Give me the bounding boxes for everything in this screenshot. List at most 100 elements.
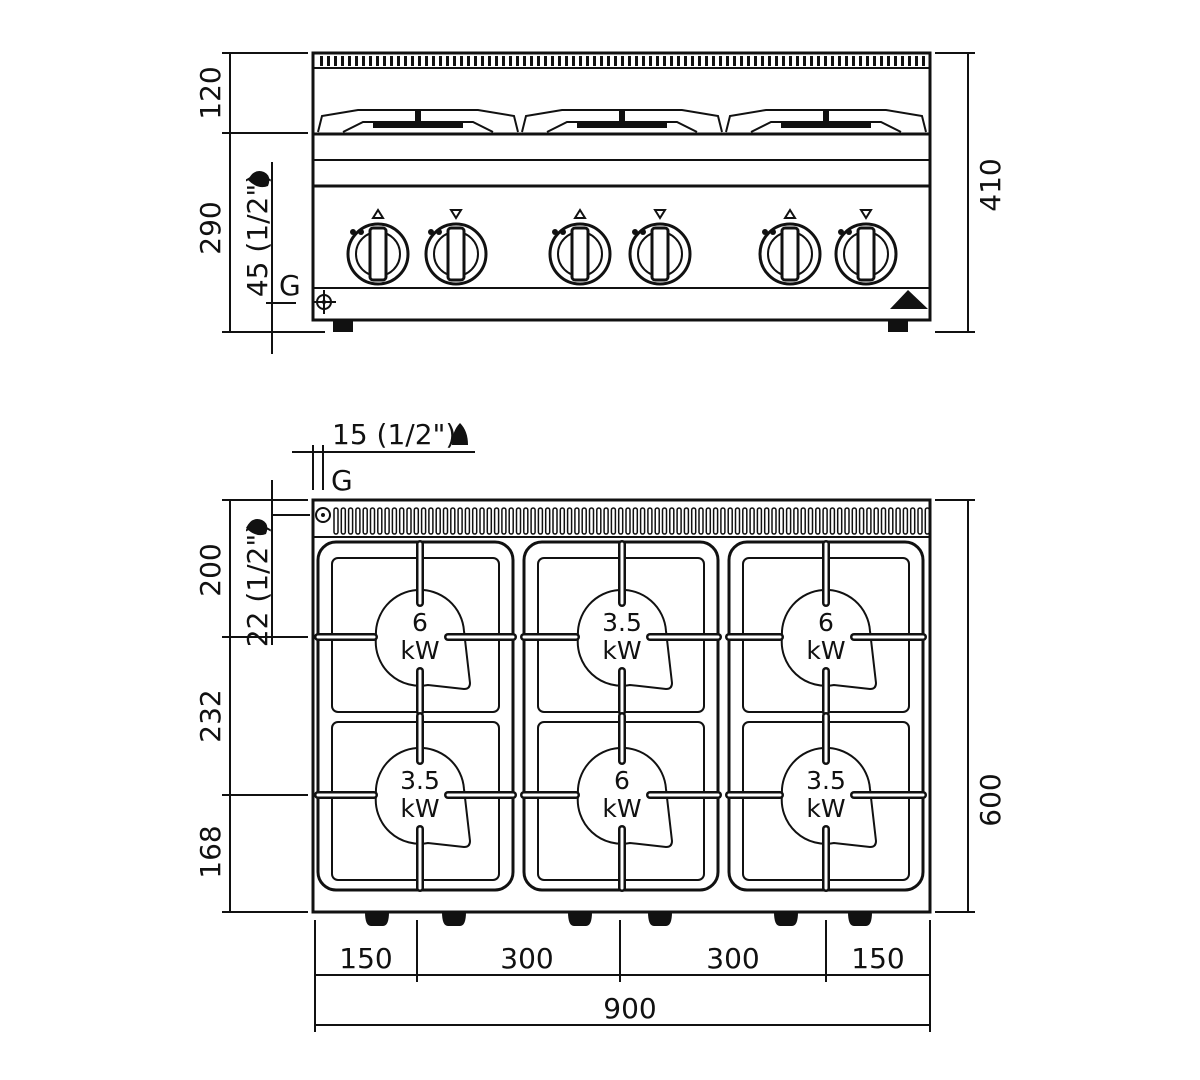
- burner: 3.5kW: [520, 540, 722, 716]
- grill-slot: [873, 56, 876, 66]
- grill-rib: [391, 507, 398, 535]
- grill-rib: [377, 507, 383, 535]
- grill-slot: [523, 56, 526, 66]
- dim-front-120: 120: [194, 66, 227, 119]
- flame-min-icon: [653, 209, 667, 220]
- grill-slot: [901, 56, 904, 66]
- grill-rib: [552, 507, 558, 535]
- grill-slot: [866, 56, 869, 66]
- foot: [442, 912, 466, 926]
- grill-slot: [502, 56, 505, 66]
- burner: 6kW: [725, 540, 927, 716]
- grill-slot: [635, 56, 638, 66]
- grill-slot: [740, 56, 743, 66]
- control-knob: [346, 208, 410, 286]
- grill-slot: [845, 56, 848, 66]
- grill-slot: [614, 56, 617, 66]
- grill-slot: [621, 56, 624, 66]
- grill-slot: [544, 56, 547, 66]
- grill-slot: [600, 56, 603, 66]
- grill-slot: [495, 56, 498, 66]
- control-knob: [628, 209, 692, 286]
- burner-outline: [374, 588, 472, 691]
- flame-min-icon: [449, 209, 463, 220]
- dim-bottom-300-left: 300: [500, 942, 553, 975]
- grill-rib: [902, 507, 909, 535]
- grill-rib: [742, 507, 748, 535]
- grill-slot: [705, 56, 708, 66]
- grill-slot: [530, 56, 533, 66]
- grill-slot: [698, 56, 701, 66]
- grill-slot: [915, 56, 918, 66]
- dim-top-200: 200: [194, 543, 227, 596]
- grill-rib: [705, 507, 712, 535]
- grill-slot: [838, 56, 841, 66]
- grill-slot: [733, 56, 736, 66]
- grill-slot: [397, 56, 400, 66]
- grill-rib: [749, 507, 755, 535]
- grill-slot: [509, 56, 512, 66]
- grill-slot: [768, 56, 771, 66]
- grill-rib: [471, 507, 478, 535]
- grill-rib: [333, 507, 339, 535]
- burner-power-unit: kW: [602, 636, 641, 665]
- gas-offset-side-label: 22 (1/2"): [241, 523, 274, 647]
- grill-slot: [558, 56, 561, 66]
- grill-rib: [895, 507, 901, 535]
- grill-rib: [858, 507, 865, 535]
- grill-slot: [684, 56, 687, 66]
- grill-slot: [516, 56, 519, 66]
- flame-icon: [246, 519, 268, 536]
- grill-rib: [669, 507, 675, 535]
- grill-rib: [574, 507, 580, 535]
- grill-slot: [579, 56, 582, 66]
- dim-top-600: 600: [974, 773, 1007, 826]
- foot: [888, 320, 908, 332]
- grill-rib: [435, 507, 441, 535]
- grill-slot: [411, 56, 414, 66]
- grill-rib: [479, 507, 485, 535]
- burner-power-unit: kW: [400, 636, 439, 665]
- control-knobs: [346, 208, 898, 286]
- grill-rib: [778, 507, 785, 535]
- grill-slot: [383, 56, 386, 66]
- burner-power-unit: kW: [602, 794, 641, 823]
- grill-rib: [398, 507, 405, 535]
- grill-rib: [712, 507, 719, 535]
- grill-rib: [917, 507, 923, 535]
- grill-slot: [586, 56, 589, 66]
- flame-max-icon: [783, 208, 797, 219]
- burner-outline: [576, 746, 674, 849]
- grill-slot: [747, 56, 750, 66]
- grill-rib: [836, 507, 843, 535]
- grill-rib: [347, 507, 354, 535]
- burner: 3.5kW: [314, 712, 517, 892]
- burner-cap: [521, 109, 723, 133]
- foot: [848, 912, 872, 926]
- foot: [365, 912, 389, 926]
- flame-max-icon: [371, 208, 385, 219]
- burner-power-value: 3.5: [400, 766, 440, 795]
- flame-min-icon: [859, 209, 873, 220]
- grill-rib: [384, 507, 390, 535]
- grill-slot: [712, 56, 715, 66]
- grill-rib: [493, 507, 500, 535]
- grill-slot: [551, 56, 554, 66]
- grill-slot: [320, 56, 323, 66]
- grill-rib: [639, 507, 646, 535]
- grill-rib: [851, 507, 858, 535]
- dim-bottom-150-left: 150: [339, 942, 392, 975]
- grill-rib: [829, 507, 836, 535]
- grill-slot: [817, 56, 820, 66]
- dim-bottom-300-right: 300: [706, 942, 759, 975]
- gas-label-top: G: [331, 464, 353, 497]
- top-body-outline: [311, 498, 932, 914]
- burner-power-unit: kW: [400, 794, 439, 823]
- front-view: 120 290 45 (1/2") G 410: [194, 51, 1007, 354]
- grill-rib: [815, 507, 821, 535]
- grill-rib: [530, 507, 536, 535]
- grill-rib: [450, 507, 456, 535]
